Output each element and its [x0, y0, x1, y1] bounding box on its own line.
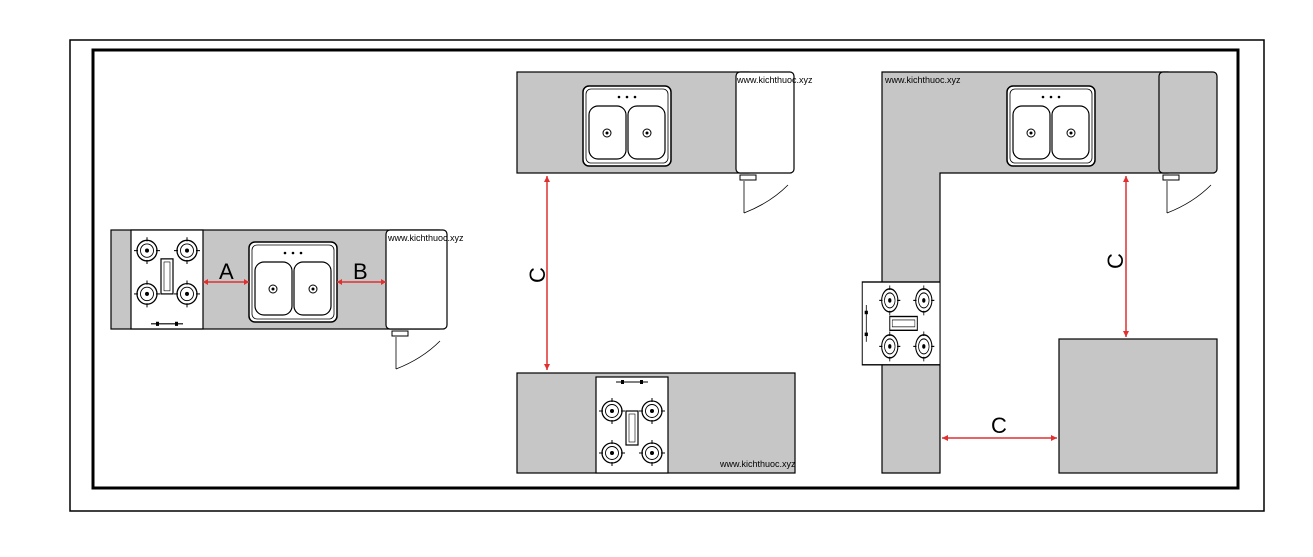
dimension-label-c-galley: C: [525, 267, 550, 283]
watermark-galley-bottom: www.kichthuoc.xyz: [719, 459, 796, 469]
outer-frame: [69, 39, 1265, 512]
four-burner-stove-icon: [131, 230, 203, 329]
l-shape-layout: www.kichthuoc.xyz C C: [862, 71, 1218, 474]
fridge-icon: [1158, 71, 1218, 174]
fridge-icon: [385, 229, 448, 330]
fridge-icon: [735, 71, 795, 174]
watermark-l-shape: www.kichthuoc.xyz: [884, 75, 961, 85]
dimension-label-a: A: [219, 259, 234, 284]
watermark-galley-top: www.kichthuoc.xyz: [736, 75, 813, 85]
double-sink-icon: [1006, 85, 1096, 167]
door-swing-icon: [739, 174, 789, 214]
island-counter: [1058, 338, 1218, 474]
watermark-single-wall: www.kichthuoc.xyz: [387, 233, 464, 243]
double-sink-icon: [582, 85, 672, 167]
dimension-label-c-l-vertical: C: [1103, 253, 1128, 269]
dimension-label-c-l-horizontal: C: [991, 413, 1007, 438]
double-sink-icon: [248, 241, 338, 323]
door-swing-icon: [391, 330, 441, 370]
four-burner-stove-icon: [596, 377, 668, 473]
single-wall-layout: www.kichthuoc.xyz A B: [110, 229, 464, 370]
door-swing-icon: [1162, 174, 1212, 214]
galley-layout: www.kichthuoc.xyz www.kichthuoc.xyz C: [516, 71, 813, 474]
inner-frame: [91, 48, 1240, 490]
four-burner-stove-icon: [862, 282, 940, 365]
dimension-label-b: B: [353, 259, 368, 284]
